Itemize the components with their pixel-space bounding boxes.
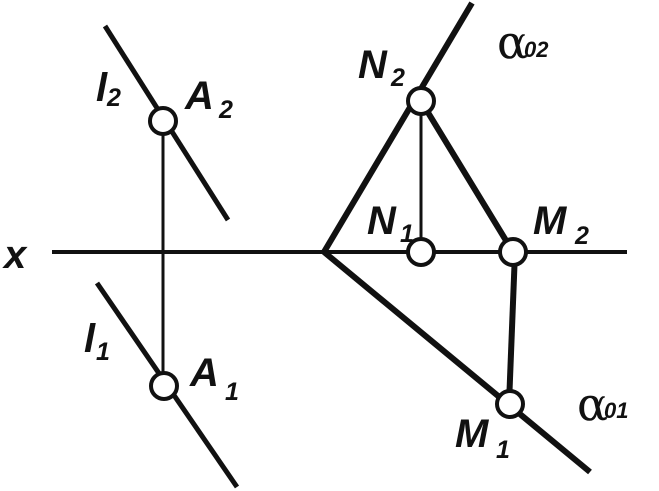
label-m1-sub: 1 [496, 436, 510, 464]
point-n2 [406, 86, 436, 116]
label-l2-sub: 2 [106, 84, 121, 112]
point-n1 [406, 237, 436, 267]
label-a2-sub: 2 [218, 96, 233, 124]
label-l1-sub: 1 [96, 338, 110, 366]
line-n2-m2 [418, 99, 516, 254]
point-a2 [148, 106, 178, 136]
label-alpha02-sub: 02 [524, 37, 549, 62]
trace-alpha01 [322, 249, 592, 475]
label-l2: l [96, 66, 108, 110]
label-n2-sub: 2 [390, 64, 405, 92]
label-n1-sub: 1 [400, 220, 414, 248]
label-m2-sub: 2 [574, 222, 589, 250]
label-m2: M [533, 199, 568, 243]
label-n1: N [367, 199, 397, 243]
point-m1 [495, 389, 525, 419]
trace-alpha02 [321, 1, 475, 254]
link-m2-m1 [506, 251, 518, 405]
label-n2: N [358, 43, 388, 87]
point-m2 [498, 237, 528, 267]
label-x-axis: x [2, 233, 28, 277]
label-m1: M [455, 412, 490, 456]
label-alpha02: α [497, 15, 528, 69]
label-l1: l [84, 317, 96, 361]
label-a1-sub: 1 [225, 378, 239, 406]
point-a1 [149, 371, 179, 401]
label-a1: A [189, 351, 219, 395]
label-alpha01: α [577, 377, 608, 431]
label-a2: A [184, 74, 214, 118]
label-alpha01-sub: 01 [604, 398, 628, 423]
